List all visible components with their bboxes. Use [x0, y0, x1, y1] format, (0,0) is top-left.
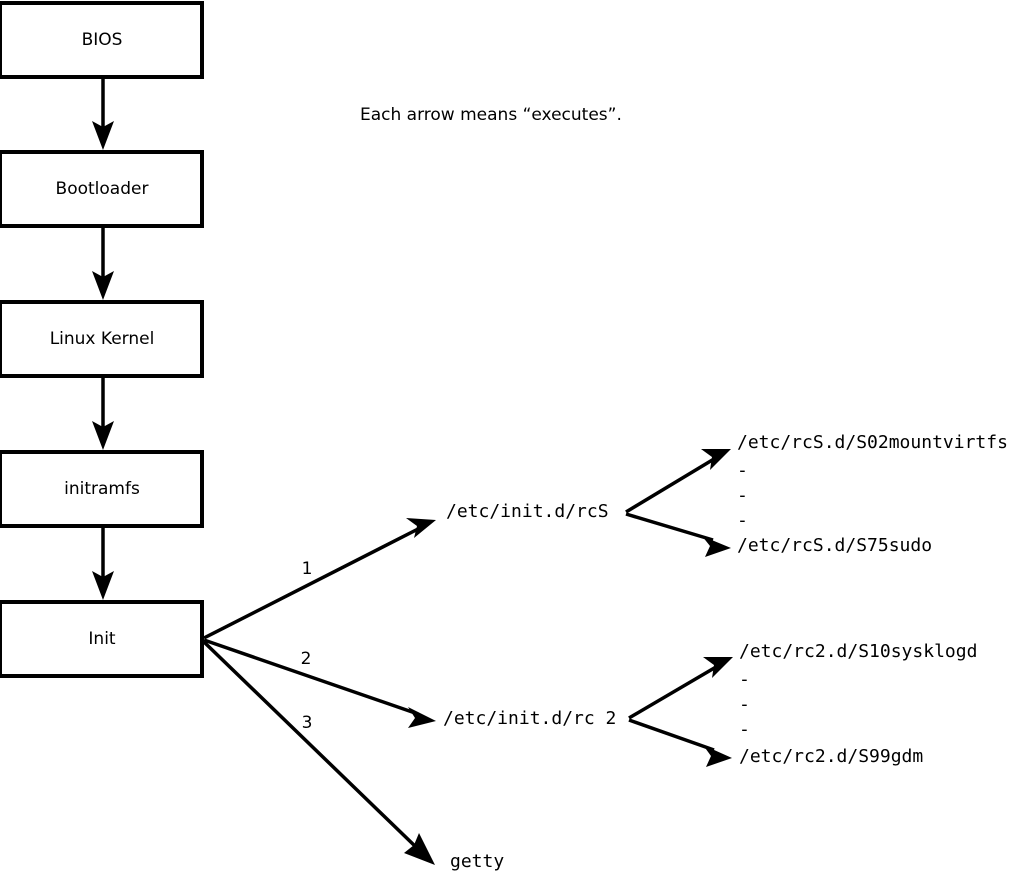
label-getty: getty — [450, 851, 504, 872]
node-linux-kernel-rect — [0, 300, 204, 378]
arrow-bootloader-to-kernel-head — [92, 271, 114, 300]
arrow-kernel-to-initramfs — [92, 376, 114, 450]
arrow-init-to-getty-head — [404, 833, 435, 865]
edge-number-2: 2 — [301, 649, 312, 669]
arrow-rcs-to-first-script-line — [625, 457, 715, 514]
arrow-rcs-to-last-script-head — [702, 536, 731, 557]
node-bootloader-rect — [0, 150, 204, 228]
edge-number-3: 3 — [302, 713, 313, 733]
arrow-rc2-to-last-script-line — [628, 718, 715, 752]
arrow-rcs-to-last-script-line — [625, 512, 714, 542]
label-init-d-rc2: /etc/init.d/rc 2 — [443, 708, 616, 729]
arrow-rc2-to-first-script-line — [628, 665, 717, 720]
node-bootloader[interactable]: Bootloader — [0, 150, 204, 228]
rc2-ellipsis-dash-3: - — [739, 719, 750, 740]
arrow-init-to-rc2-head — [408, 707, 436, 728]
node-initramfs-rect — [0, 450, 204, 528]
label-rcs-first-script: /etc/rcS.d/S02mountvirtfs — [737, 432, 1008, 453]
edge-number-1: 1 — [302, 559, 313, 579]
arrow-init-to-rcs — [203, 518, 436, 640]
arrow-rc2-to-last-script-head — [703, 745, 732, 767]
arrow-init-to-rcs-head — [406, 518, 436, 538]
arrow-rc2-to-first-script-head — [703, 657, 733, 678]
node-linux-kernel-label: Linux Kernel — [50, 329, 155, 349]
diagram-caption: Each arrow means “executes”. — [360, 105, 622, 125]
arrow-init-to-rc2 — [203, 638, 436, 728]
node-init-label: Init — [88, 629, 116, 649]
arrow-rcs-to-first-script-head — [701, 449, 731, 470]
rc2-ellipsis-dash-1: - — [739, 669, 750, 690]
arrow-init-to-getty — [202, 640, 435, 865]
label-rc2-first-script: /etc/rc2.d/S10sysklogd — [739, 641, 977, 662]
label-init-d-rcs: /etc/init.d/rcS — [446, 501, 609, 522]
arrow-rc2-to-last-script — [628, 718, 732, 767]
node-bios-rect — [0, 1, 204, 79]
arrow-init-to-rcs-line — [203, 526, 421, 640]
node-init-rect — [0, 600, 204, 678]
arrow-bios-to-bootloader-head — [92, 121, 114, 150]
arrow-init-to-getty-line — [202, 640, 419, 850]
arrow-initramfs-to-init-head — [92, 571, 114, 600]
arrow-rc2-to-first-script — [628, 657, 733, 720]
node-bios[interactable]: BIOS — [0, 1, 204, 79]
label-rc2-last-script: /etc/rc2.d/S99gdm — [739, 746, 923, 767]
arrow-kernel-to-initramfs-head — [92, 421, 114, 450]
label-rcs-last-script: /etc/rcS.d/S75sudo — [737, 535, 932, 556]
arrow-rcs-to-last-script — [625, 512, 731, 557]
rcs-ellipsis-dash-1: - — [737, 460, 748, 481]
arrow-bios-to-bootloader — [92, 77, 114, 150]
arrow-init-to-rc2-line — [203, 638, 419, 716]
rc2-ellipsis-dash-2: - — [739, 694, 750, 715]
node-initramfs-label: initramfs — [64, 479, 140, 499]
arrow-rcs-to-first-script — [625, 449, 731, 514]
node-linux-kernel[interactable]: Linux Kernel — [0, 300, 204, 378]
rcs-ellipsis-dash-2: - — [737, 485, 748, 506]
node-bios-label: BIOS — [82, 30, 123, 50]
node-bootloader-label: Bootloader — [56, 179, 149, 199]
node-initramfs[interactable]: initramfs — [0, 450, 204, 528]
arrow-bootloader-to-kernel — [92, 226, 114, 300]
node-init[interactable]: Init — [0, 600, 204, 678]
rcs-ellipsis-dash-3: - — [737, 510, 748, 531]
arrow-initramfs-to-init — [92, 526, 114, 600]
